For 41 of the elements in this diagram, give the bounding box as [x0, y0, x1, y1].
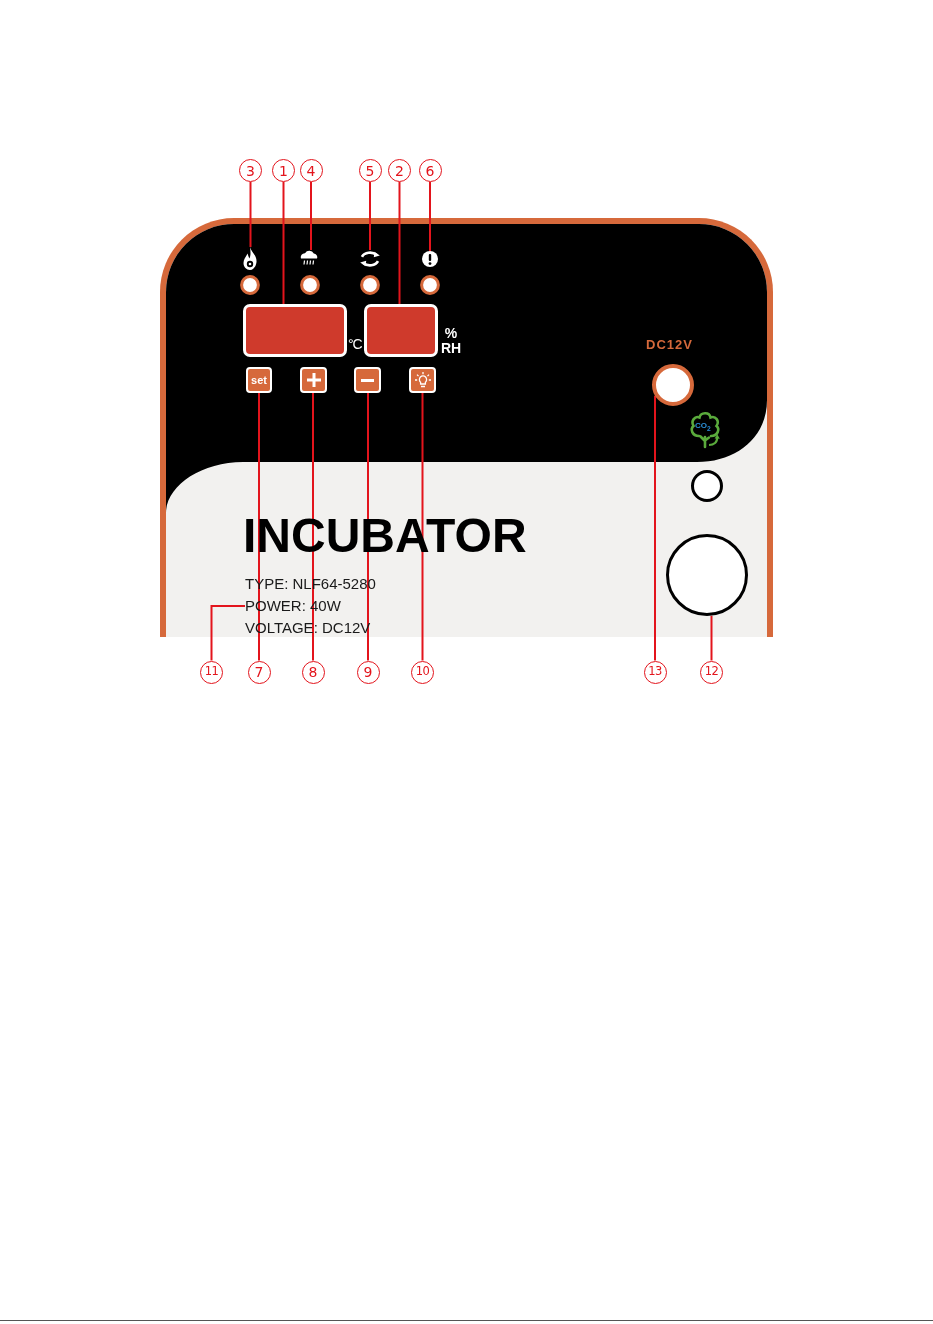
leader-line — [312, 392, 314, 662]
minus-button — [354, 367, 381, 393]
rotation-arrows-icon — [359, 250, 381, 268]
callout-number: 11 — [200, 660, 223, 684]
callout-number: 5 — [358, 159, 382, 182]
voltage-label: DC12V — [646, 337, 693, 353]
plus-button — [300, 367, 327, 393]
leader-line — [249, 181, 252, 248]
leader-line — [282, 181, 285, 305]
callout-number: 13 — [643, 660, 667, 684]
unit-label: °C — [348, 335, 362, 354]
leader-line — [429, 181, 431, 252]
leader-line — [258, 392, 260, 662]
leader-line — [369, 181, 371, 251]
callout-number: 10 — [411, 660, 434, 684]
leader-line — [367, 392, 369, 662]
callout-number: 8 — [301, 660, 325, 684]
leader-line — [310, 181, 312, 251]
callout-number: 9 — [356, 660, 380, 684]
callout-number: 4 — [299, 159, 323, 182]
callout-number: 2 — [388, 159, 411, 182]
callout-number: 1 — [272, 159, 295, 182]
leader-line — [710, 614, 713, 662]
flame-icon — [243, 247, 257, 270]
unit-label: % RH — [439, 326, 463, 356]
rain-cloud-icon — [300, 250, 318, 265]
light-button — [409, 367, 436, 393]
callout-number: 12 — [700, 660, 723, 684]
leader-line — [654, 394, 656, 662]
co2-label: CO$_{2}$ — [695, 421, 711, 433]
leader-line — [421, 392, 424, 662]
control-panel — [160, 218, 773, 637]
callout-number: 3 — [239, 159, 262, 182]
alert-icon — [422, 251, 438, 267]
display-screen — [364, 304, 438, 357]
callout-number: 6 — [418, 159, 442, 182]
leader-line — [210, 605, 246, 662]
leader-line — [398, 181, 401, 305]
set-button: set — [246, 367, 272, 393]
display-screen — [243, 304, 347, 357]
callout-number: 7 — [247, 660, 271, 684]
